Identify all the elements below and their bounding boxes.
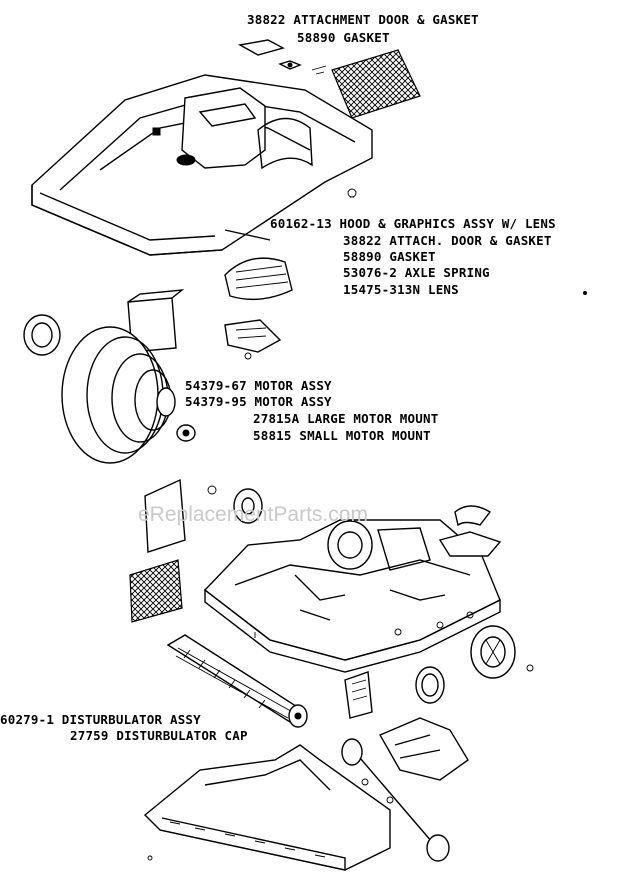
label-axle-spring: 53076-2 AXLE SPRING	[343, 265, 490, 280]
label-gasket: 58890 GASKET	[343, 249, 436, 264]
lens-part	[224, 257, 293, 301]
bottom-plate-part	[143, 744, 391, 871]
motor-assembly-part	[23, 289, 196, 464]
label-lens: 15475-313N LENS	[343, 282, 459, 297]
label-small-motor-mount: 58815 SMALL MOTOR MOUNT	[253, 428, 431, 443]
label-attach-door: 38822 ATTACH. DOOR & GASKET	[343, 233, 552, 248]
filter-panel-part	[129, 478, 263, 623]
watermark: eReplacementParts.com	[138, 503, 368, 526]
axle-spring-part	[224, 319, 282, 360]
label-large-motor-mount: 27815A LARGE MOTOR MOUNT	[253, 411, 439, 426]
filter-grille-part	[331, 49, 421, 119]
disturbulator-part	[166, 634, 308, 728]
attachment-door-part	[237, 39, 327, 75]
label-hood-assy: 60162-13 HOOD & GRAPHICS ASSY W/ LENS	[270, 216, 556, 231]
label-attachment-door-top: 38822 ATTACHMENT DOOR & GASKET	[247, 12, 479, 27]
label-disturbulator-assy: 60279-1 DISTURBULATOR ASSY	[0, 712, 201, 727]
belt-and-axle-parts	[341, 666, 469, 862]
label-motor-95: 54379-95 MOTOR ASSY	[185, 394, 332, 409]
label-gasket-top: 58890 GASKET	[297, 30, 390, 45]
label-motor-67: 54379-67 MOTOR ASSY	[185, 378, 332, 393]
hood-assembly-part	[31, 74, 373, 256]
base-housing-part	[203, 505, 534, 679]
label-disturbulator-cap: 27759 DISTURBULATOR CAP	[70, 728, 248, 743]
